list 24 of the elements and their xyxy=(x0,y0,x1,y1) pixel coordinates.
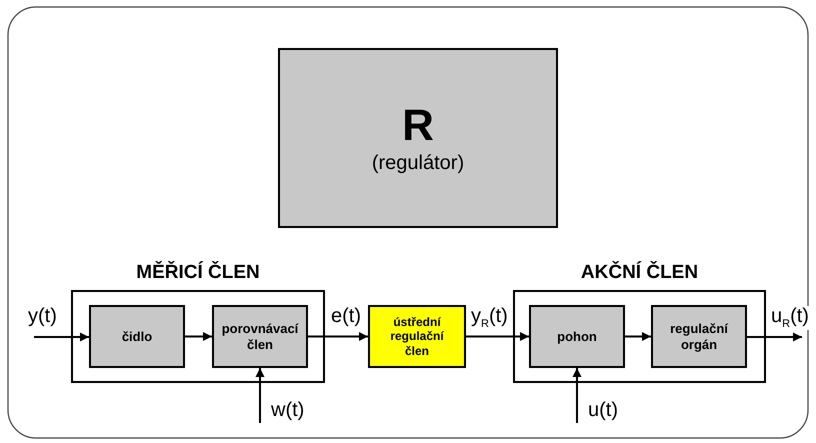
signal-label: y$_{R}$(t) xyxy=(470,306,509,330)
signal-label: y(t) xyxy=(27,306,58,326)
controller-block: ústřední regulační člen xyxy=(368,305,466,368)
process-block: regulační orgán xyxy=(651,305,747,368)
arrow xyxy=(747,332,802,342)
process-block: čidlo xyxy=(89,305,185,368)
signal-label: e(t) xyxy=(330,306,362,326)
regulator-block xyxy=(278,48,558,228)
arrow xyxy=(185,332,212,341)
group-heading: MĚŘICÍ ČLEN xyxy=(135,262,261,284)
arrow xyxy=(34,332,89,342)
process-block: pohon xyxy=(529,305,625,368)
signal-label: u(t) xyxy=(587,400,619,420)
arrow xyxy=(308,332,368,341)
arrow xyxy=(466,332,529,341)
group-heading: AKČNÍ ČLEN xyxy=(580,262,700,284)
arrow xyxy=(256,368,264,423)
signal-label: w(t) xyxy=(270,400,306,420)
block-symbol: R xyxy=(402,101,434,152)
process-block: porovnávací člen xyxy=(212,305,308,368)
block-caption: (regulátor) xyxy=(372,152,464,175)
signal-label: u$_{R}$(t) xyxy=(770,306,810,330)
arrow xyxy=(572,368,582,423)
arrow xyxy=(625,332,651,341)
